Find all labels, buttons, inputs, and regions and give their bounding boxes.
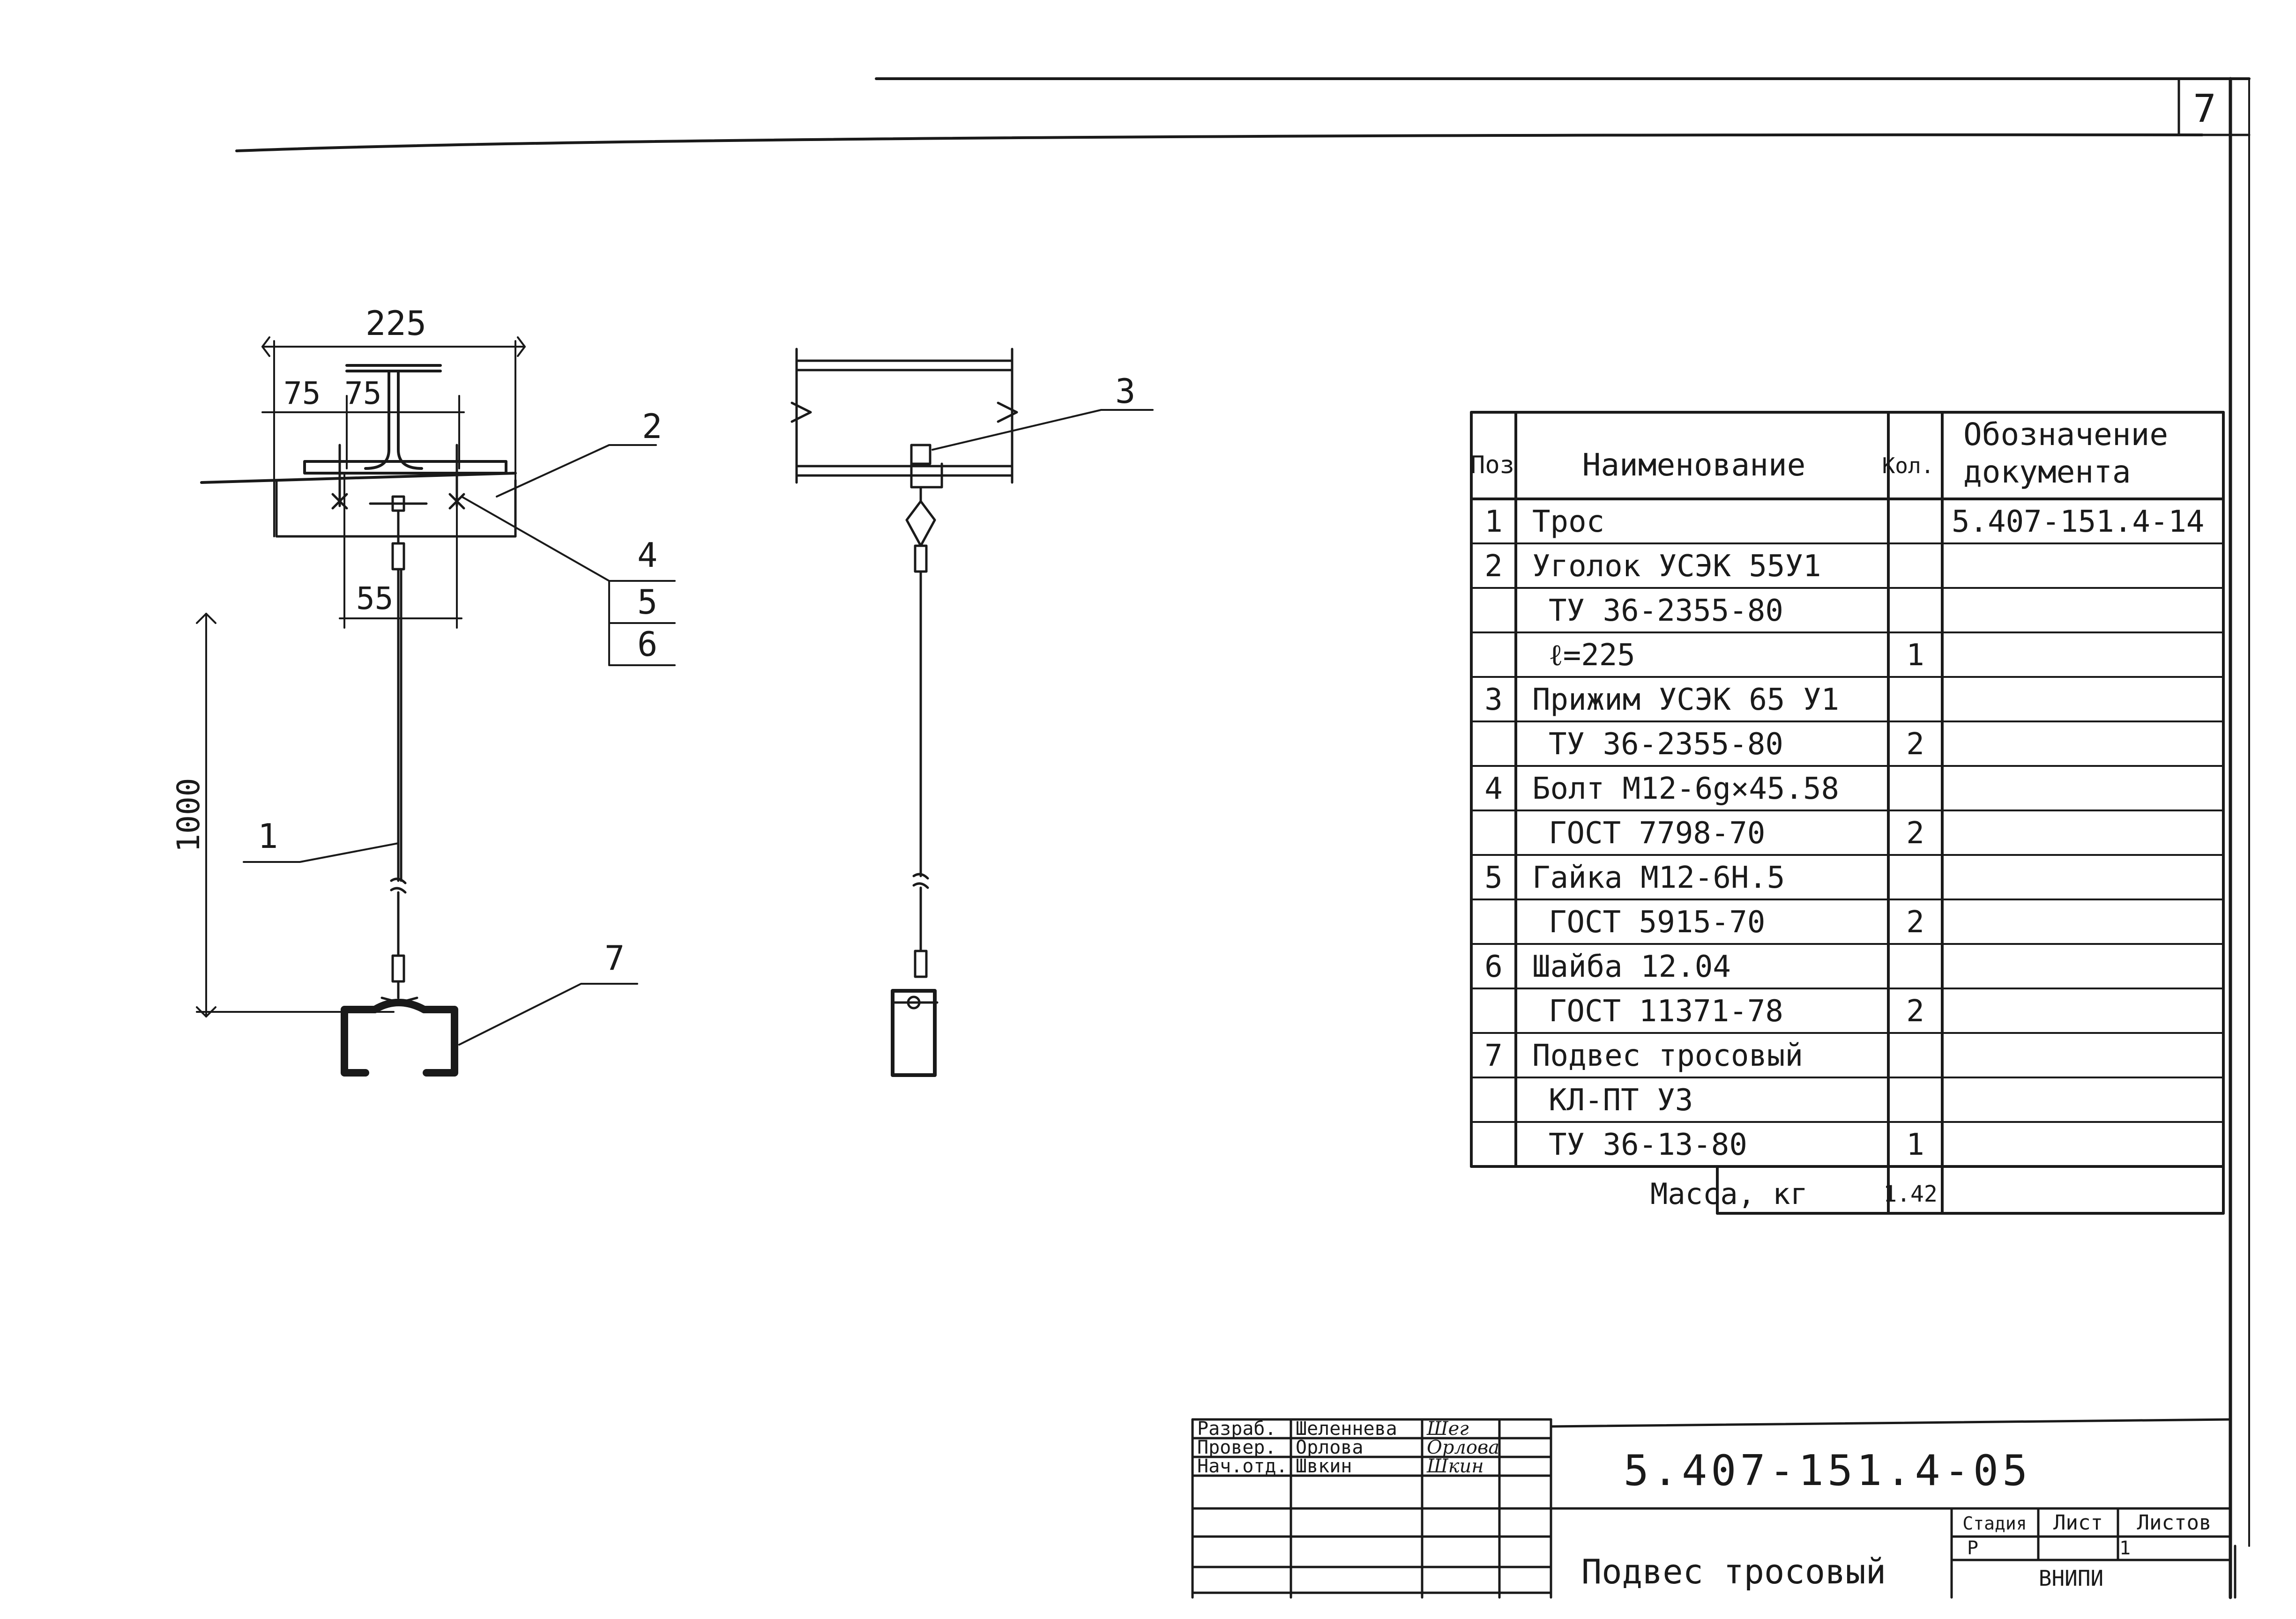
spec-row-name: Трос [1532,505,1604,539]
spec-row-qty: 1 [1906,1128,1924,1162]
left-dimension-lines [196,336,526,1017]
spec-row-name: ТУ 36-2355-80 [1549,594,1783,628]
header-name: Наименование [1582,447,1806,483]
stage-header: Стадия [1962,1513,2027,1534]
mass-value: 1.42 [1883,1181,1938,1207]
signature-checker: Орлова [1427,1437,1499,1458]
spec-row-pos: 6 [1484,950,1503,984]
angle-bracket [275,444,517,538]
leader-lines-left [243,444,676,1046]
callout-4: 4 [637,535,657,575]
callout-6: 6 [637,624,657,664]
spec-row-qty: 2 [1906,905,1924,940]
name-head: Швкин [1296,1456,1352,1477]
header-doc: Обозначение документа [1963,416,2187,490]
spec-row: ГОСТ 5915-70 2 [1549,905,1924,940]
dim-right: 75 [344,375,381,411]
role-developer: Разраб. [1197,1418,1276,1440]
name-developer: Шеленнева [1296,1418,1397,1440]
spec-row-pos: 5 [1484,861,1503,895]
spec-row: 3 Прижим УСЭК 65 У1 [1484,683,1839,717]
spec-row-pos: 3 [1484,683,1503,717]
spec-row: ТУ 36-13-80 1 [1549,1128,1924,1162]
dim-left: 75 [283,375,321,411]
sheets-header: Листов [2137,1511,2212,1535]
spec-row-name: Болт М12-6g×45.58 [1532,772,1839,806]
spec-row-qty: 2 [1906,727,1924,762]
left-view: 225 75 75 55 1000 [171,304,676,1077]
spec-row: 7 Подвес тросовый [1484,1039,1803,1073]
sheet-number: 7 [2193,87,2216,131]
dim-height: 1000 [171,778,207,853]
spec-row-pos: 1 [1484,505,1503,539]
dim-overall: 225 [365,304,426,343]
header-qty: Кол. [1882,453,1934,478]
organization: ВНИПИ [2039,1566,2103,1591]
signature-head: Шкин [1426,1456,1484,1477]
spec-row-name: ГОСТ 7798-70 [1549,816,1765,851]
spec-row-name: ГОСТ 11371-78 [1549,994,1783,1029]
spec-row: ГОСТ 11371-78 2 [1549,994,1924,1029]
spec-rows: 1 Трос 5.407-151.4-14 2 Уголок УСЭК 55У1 ТУ 3… [1484,505,2204,1162]
spec-row: ТУ 36-2355-80 2 [1549,727,1924,762]
spec-row-name: КЛ-ПТ У3 [1549,1083,1693,1118]
mass-label: Масса, кг [1650,1177,1808,1211]
spec-row-qty: 2 [1906,994,1924,1029]
spec-row-name: Уголок УСЭК 55У1 [1532,549,1821,584]
spec-row-name: Подвес тросовый [1532,1039,1803,1073]
spec-row-name: Гайка М12-6Н.5 [1532,861,1785,895]
spec-row: 5 Гайка М12-6Н.5 [1484,861,1785,895]
spec-row-name: Прижим УСЭК 65 У1 [1532,683,1839,717]
spec-row-pos: 2 [1484,549,1503,584]
spec-row: КЛ-ПТ У3 [1549,1083,1693,1118]
drawing-title: Подвес тросовый [1581,1552,1886,1591]
spec-row: 2 Уголок УСЭК 55У1 [1484,549,1821,584]
sheet-header: Лист [2053,1511,2103,1535]
dim-bottom: 55 [356,580,393,616]
spec-table: Поз Наименование Кол. Обозначение докуме… [1470,411,2225,1215]
callout-3: 3 [1115,371,1135,411]
callout-7: 7 [604,938,625,978]
header-pos: Поз [1470,451,1514,479]
spec-table-grid [1470,411,2225,1215]
spec-row-name: ℓ=225 [1549,638,1635,673]
sheet-frame [235,77,2251,1599]
callout-2: 2 [642,407,662,446]
spec-row: ГОСТ 7798-70 2 [1549,816,1924,851]
sheet-value: 1 [2119,1537,2131,1559]
spec-row-name: ТУ 36-2355-80 [1549,727,1783,762]
clamp-and-cable-right [891,444,943,1077]
spec-row: ℓ=225 1 [1549,638,1924,673]
spec-row-name: Шайба 12.04 [1532,950,1731,984]
cable-hanger-profile [341,999,458,1077]
callout-1: 1 [258,817,278,856]
spec-row: 1 Трос 5.407-151.4-14 [1484,505,2204,539]
spec-row-qty: 1 [1906,638,1924,673]
spec-row-pos: 7 [1484,1039,1503,1073]
stage-value: Р [1967,1537,1978,1559]
signature-developer: Шег [1426,1418,1469,1440]
spec-row-name: ТУ 36-13-80 [1549,1128,1747,1162]
i-beam-section [200,364,517,484]
spec-row-name: ГОСТ 5915-70 [1549,905,1765,940]
document-code: 5.407-151.4-05 [1624,1446,2032,1495]
callout-5: 5 [637,582,657,622]
title-block: 5.407-151.4-05 Подвес тросовый Разраб. Ш… [1191,1418,2236,1599]
name-checker: Орлова [1296,1437,1364,1458]
beam-elevation [790,348,1018,484]
spec-row-pos: 4 [1484,772,1503,806]
role-head: Нач.отд. [1197,1456,1288,1477]
title-block-grid [1191,1418,2236,1599]
right-view: 3 [790,348,1154,1077]
spec-row-qty: 2 [1906,816,1924,851]
spec-row: 6 Шайба 12.04 [1484,950,1731,984]
leader-line-3 [932,409,1154,451]
spec-row: ТУ 36-2355-80 [1549,594,1783,628]
spec-row: 4 Болт М12-6g×45.58 [1484,772,1839,806]
spec-row-doc: 5.407-151.4-14 [1952,505,2204,539]
role-checker: Провер. [1197,1437,1276,1458]
